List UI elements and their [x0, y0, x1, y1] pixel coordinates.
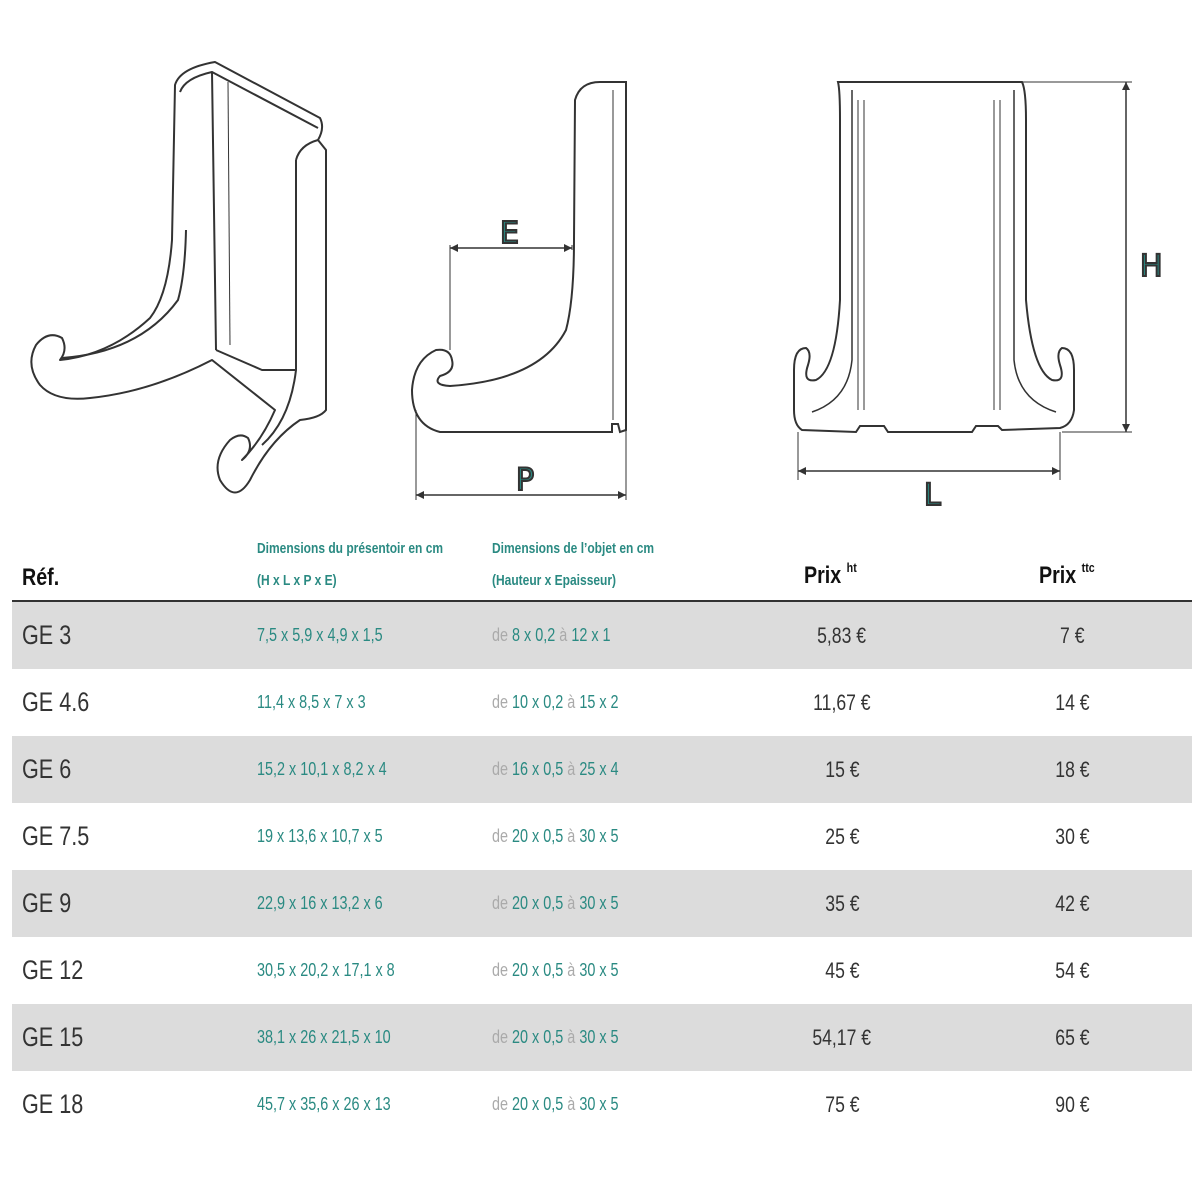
- range-to: 30 x 5: [579, 960, 619, 980]
- word-de: de: [492, 826, 509, 846]
- cell-ref: GE 12: [22, 955, 84, 985]
- header-prix-ttc: Prix ttc: [1039, 560, 1095, 589]
- cell-ref: GE 3: [22, 620, 72, 650]
- cell-dimensions: 15,2 x 10,1 x 8,2 x 4: [257, 759, 387, 779]
- header-obj-title: Dimensions de l’objet en cm: [492, 540, 655, 557]
- side-view: E P: [410, 81, 627, 500]
- cell-prix-ht: 5,83 €: [817, 623, 867, 648]
- cell-ref: GE 7.5: [22, 821, 90, 851]
- cell-ref: GE 9: [22, 888, 72, 918]
- cell-object-range: de 20 x 0,5 à 30 x 5: [492, 870, 619, 937]
- cell-ref: GE 15: [22, 1022, 84, 1052]
- word-a: à: [567, 893, 576, 913]
- word-a: à: [567, 960, 576, 980]
- cell-object-range: de 8 x 0,2 à 12 x 1: [492, 602, 611, 669]
- word-a: à: [567, 1027, 576, 1047]
- stand-drawings-svg: E P H L: [30, 61, 1164, 514]
- cell-dimensions: 22,9 x 16 x 13,2 x 6: [257, 893, 383, 913]
- dimension-label-e: E: [500, 216, 519, 251]
- cell-prix-ht: 25 €: [824, 824, 860, 849]
- cell-prix-ttc: 30 €: [1054, 824, 1090, 849]
- cell-dimensions: 45,7 x 35,6 x 26 x 13: [257, 1094, 391, 1114]
- table-row: GE 7.5 19 x 13,6 x 10,7 x 5 de 20 x 0,5 à …: [12, 803, 1192, 870]
- cell-object-range: de 20 x 0,5 à 30 x 5: [492, 1071, 619, 1138]
- technical-drawings: E P H L: [0, 0, 1200, 520]
- cell-prix-ht: 54,17 €: [812, 1025, 872, 1050]
- table-body: GE 3 7,5 x 5,9 x 4,9 x 1,5 de 8 x 0,2 à 12…: [12, 602, 1192, 1138]
- table-row: GE 9 22,9 x 16 x 13,2 x 6 de 20 x 0,5 à 30…: [12, 870, 1192, 937]
- cell-prix-ht: 45 €: [824, 958, 860, 983]
- cell-prix-ttc: 42 €: [1054, 891, 1090, 916]
- header-ref: Réf.: [22, 564, 60, 591]
- cell-dimensions: 38,1 x 26 x 21,5 x 10: [257, 1027, 391, 1047]
- word-a: à: [567, 1094, 576, 1114]
- cell-prix-ht: 11,67 €: [813, 690, 871, 715]
- header-dim-title: Dimensions du présentoir en cm: [257, 540, 444, 557]
- word-a: à: [567, 826, 576, 846]
- cell-prix-ht: 75 €: [824, 1092, 860, 1117]
- header-prix-ht: Prix ht: [804, 560, 857, 589]
- range-from: 16 x 0,5: [512, 759, 564, 779]
- range-to: 30 x 5: [579, 1027, 619, 1047]
- range-to: 12 x 1: [571, 625, 611, 645]
- range-to: 30 x 5: [579, 1094, 619, 1114]
- range-to: 25 x 4: [579, 759, 619, 779]
- cell-prix-ttc: 7 €: [1059, 623, 1085, 648]
- cell-object-range: de 20 x 0,5 à 30 x 5: [492, 1004, 619, 1071]
- cell-prix-ttc: 18 €: [1054, 757, 1090, 782]
- cell-ref: GE 6: [22, 754, 72, 784]
- range-from: 20 x 0,5: [512, 893, 564, 913]
- dimension-label-h: H: [1140, 249, 1163, 284]
- range-from: 10 x 0,2: [512, 692, 564, 712]
- perspective-view: [30, 61, 327, 494]
- cell-dimensions: 11,4 x 8,5 x 7 x 3: [257, 692, 366, 712]
- cell-prix-ttc: 65 €: [1054, 1025, 1090, 1050]
- word-de: de: [492, 960, 509, 980]
- range-from: 20 x 0,5: [512, 960, 564, 980]
- word-a: à: [567, 759, 576, 779]
- cell-object-range: de 20 x 0,5 à 30 x 5: [492, 937, 619, 1004]
- cell-prix-ttc: 54 €: [1054, 958, 1090, 983]
- range-from: 8 x 0,2: [512, 625, 556, 645]
- cell-object-range: de 10 x 0,2 à 15 x 2: [492, 669, 619, 736]
- cell-prix-ttc: 90 €: [1054, 1092, 1090, 1117]
- range-from: 20 x 0,5: [512, 1094, 564, 1114]
- word-de: de: [492, 1094, 509, 1114]
- header-obj-sub: (Hauteur x Epaisseur): [492, 572, 617, 589]
- word-de: de: [492, 692, 509, 712]
- cell-prix-ht: 35 €: [824, 891, 860, 916]
- word-de: de: [492, 1027, 509, 1047]
- price-table: Réf. Dimensions du présentoir en cm (H x…: [12, 530, 1192, 1138]
- table-row: GE 15 38,1 x 26 x 21,5 x 10 de 20 x 0,5 à …: [12, 1004, 1192, 1071]
- word-de: de: [492, 759, 509, 779]
- word-a: à: [559, 625, 568, 645]
- table-row: GE 3 7,5 x 5,9 x 4,9 x 1,5 de 8 x 0,2 à 12…: [12, 602, 1192, 669]
- cell-ref: GE 4.6: [22, 687, 90, 717]
- range-to: 15 x 2: [579, 692, 619, 712]
- cell-dimensions: 30,5 x 20,2 x 17,1 x 8: [257, 960, 395, 980]
- range-to: 30 x 5: [579, 893, 619, 913]
- cell-dimensions: 7,5 x 5,9 x 4,9 x 1,5: [257, 625, 383, 645]
- range-from: 20 x 0,5: [512, 826, 564, 846]
- cell-object-range: de 20 x 0,5 à 30 x 5: [492, 803, 619, 870]
- dimension-label-p: P: [516, 463, 534, 498]
- word-de: de: [492, 893, 509, 913]
- table-row: GE 4.6 11,4 x 8,5 x 7 x 3 de 10 x 0,2 à 15…: [12, 669, 1192, 736]
- word-de: de: [492, 625, 509, 645]
- cell-prix-ht: 15 €: [824, 757, 860, 782]
- table-row: GE 12 30,5 x 20,2 x 17,1 x 8 de 20 x 0,5 à…: [12, 937, 1192, 1004]
- table-header: Réf. Dimensions du présentoir en cm (H x…: [12, 530, 1192, 602]
- table-row: GE 6 15,2 x 10,1 x 8,2 x 4 de 16 x 0,5 à 2…: [12, 736, 1192, 803]
- cell-dimensions: 19 x 13,6 x 10,7 x 5: [257, 826, 383, 846]
- front-view: H L: [793, 81, 1164, 514]
- cell-ref: GE 18: [22, 1089, 84, 1119]
- table-row: GE 18 45,7 x 35,6 x 26 x 13 de 20 x 0,5 à …: [12, 1071, 1192, 1138]
- dimension-label-l: L: [924, 478, 941, 513]
- header-dim-sub: (H x L x P x E): [257, 572, 337, 589]
- cell-object-range: de 16 x 0,5 à 25 x 4: [492, 736, 619, 803]
- range-to: 30 x 5: [579, 826, 619, 846]
- range-from: 20 x 0,5: [512, 1027, 564, 1047]
- word-a: à: [567, 692, 576, 712]
- cell-prix-ttc: 14 €: [1054, 690, 1090, 715]
